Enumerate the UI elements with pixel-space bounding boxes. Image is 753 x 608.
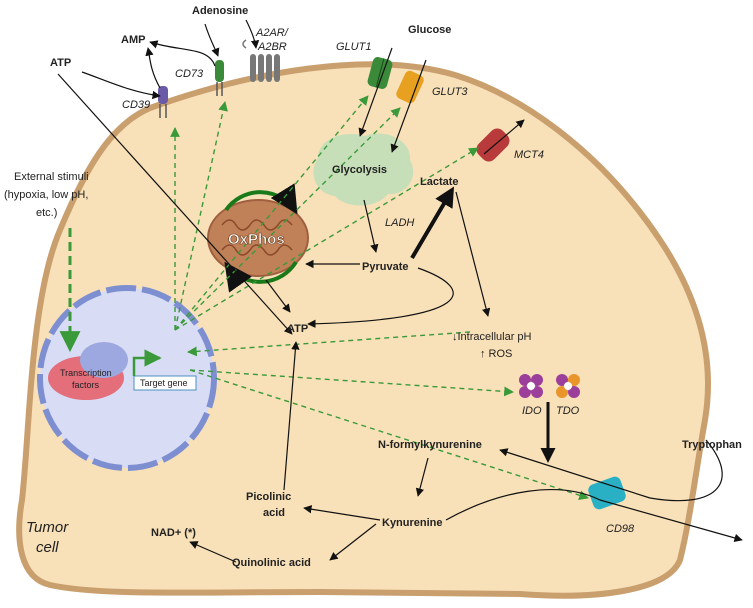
picolinic-label-1: Picolinic (246, 491, 291, 503)
a2ar-receptor (242, 39, 280, 82)
a2ar-label: A2AR/ (255, 27, 289, 39)
glut3-label: GLUT3 (432, 86, 468, 98)
nad-label: NAD+ (*) (151, 527, 196, 539)
glycolysis-label: Glycolysis (332, 164, 387, 176)
cd73-label: CD73 (175, 68, 204, 80)
glucose-label: Glucose (408, 24, 451, 36)
tdo-enzyme (556, 374, 580, 398)
tumor-cell-membrane (16, 61, 711, 599)
amp-label: AMP (121, 34, 145, 46)
kynurenine-label: Kynurenine (382, 517, 443, 529)
quinolinic-acid-label: Quinolinic acid (232, 557, 311, 569)
nucleus (37, 285, 217, 471)
metabolic-arrows (57, 19, 743, 563)
picolinic-label-2: acid (263, 507, 285, 519)
mitochondrion (207, 183, 309, 293)
ros-label: ↑ ROS (480, 348, 512, 360)
ido-label: IDO (522, 405, 542, 417)
transcription-factors-label-2: factors (72, 380, 100, 390)
cd98-transporter (588, 476, 626, 510)
glut3-transporter (396, 70, 424, 104)
glut1-label: GLUT1 (336, 41, 371, 53)
n-formylkynurenine-label: N-formylkynurenine (378, 439, 482, 451)
intracellular-ph-label: ↓Intracellular pH (452, 331, 532, 343)
atp-extracellular-label: ATP (50, 57, 71, 69)
pyruvate-label: Pyruvate (362, 261, 408, 273)
signaling-arrows (59, 95, 589, 500)
adenosine-label: Adenosine (192, 5, 248, 17)
tumor-cell-label-2: cell (36, 539, 59, 556)
oxphos-label: OxPhos (228, 231, 285, 248)
atp-intracellular-label: ATP (287, 323, 308, 335)
lactate-label: Lactate (420, 176, 459, 188)
cd39-label: CD39 (122, 99, 150, 111)
tdo-label: TDO (556, 405, 580, 417)
cd39-receptor (158, 86, 168, 118)
glycolysis-blob (313, 133, 414, 206)
a2br-label: A2BR (257, 41, 287, 53)
external-stimuli-label-2: (hypoxia, low pH, (4, 189, 88, 201)
mct4-label: MCT4 (514, 149, 544, 161)
tryptophan-label: Tryptophan (682, 439, 742, 451)
target-gene-box (133, 375, 197, 391)
tumor-cell-label-1: Tumor (26, 519, 69, 536)
ido-enzyme (519, 374, 543, 398)
ladh-label: LADH (385, 217, 414, 229)
cd98-label: CD98 (606, 523, 635, 535)
external-stimuli-label-1: External stimuli (14, 171, 89, 183)
target-gene-label: Target gene (140, 378, 188, 388)
transcription-factors-label-1: Transcription (60, 368, 112, 378)
external-stimuli-label-3: etc.) (36, 207, 57, 219)
cd73-receptor (215, 60, 224, 96)
